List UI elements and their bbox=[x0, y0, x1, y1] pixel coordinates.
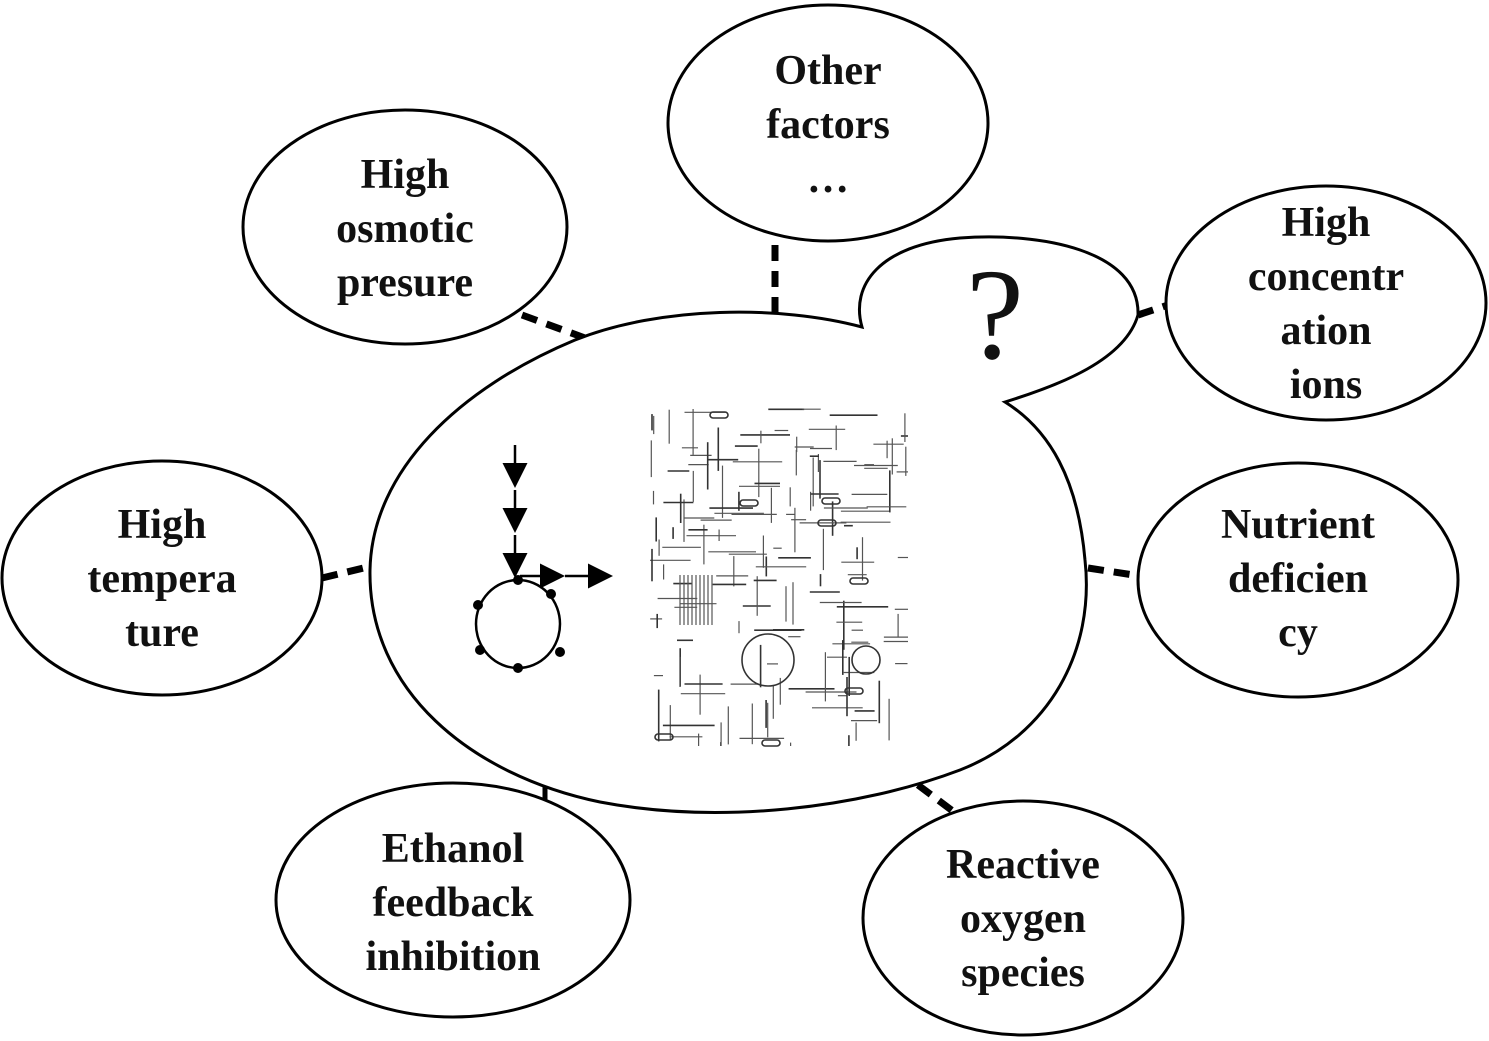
factor-label-line: Nutrient bbox=[1221, 502, 1375, 548]
question-mark: ? bbox=[966, 243, 1024, 387]
factor-ethanol-feedback-inhibition: Ethanol feedback inhibition bbox=[274, 781, 632, 1019]
metabolic-network-map-icon bbox=[645, 405, 910, 750]
factor-label-line: Reactive bbox=[946, 842, 1100, 888]
factor-label-line: … bbox=[807, 156, 849, 202]
factor-label-line: Ethanol bbox=[382, 826, 524, 872]
factor-label-line: ation bbox=[1280, 308, 1371, 354]
factor-label-line: factors bbox=[766, 102, 890, 148]
factor-high-concentration-ions: High concentr ation ions bbox=[1164, 184, 1488, 422]
factor-label-line: High bbox=[361, 152, 450, 198]
factor-label-line: presure bbox=[337, 260, 473, 306]
pathway-cycle-icon bbox=[473, 445, 613, 673]
factor-label-line: concentr bbox=[1248, 254, 1404, 300]
factor-label-line: Other bbox=[774, 48, 881, 94]
factor-label-line: inhibition bbox=[365, 934, 540, 980]
factor-label-line: High bbox=[1282, 200, 1371, 246]
factor-high-temperature: High tempera ture bbox=[0, 459, 324, 697]
factor-label-line: ture bbox=[125, 610, 199, 656]
factor-label-line: deficien bbox=[1228, 556, 1368, 602]
factor-nutrient-deficiency: Nutrient deficien cy bbox=[1136, 461, 1460, 699]
factor-reactive-oxygen-species: Reactive oxygen species bbox=[861, 799, 1185, 1037]
factor-label-line: tempera bbox=[87, 556, 236, 602]
factor-label-line: ions bbox=[1290, 362, 1362, 408]
connector-ions bbox=[1136, 301, 1170, 319]
factor-label-line: species bbox=[961, 950, 1085, 996]
factor-label-line: feedback bbox=[373, 880, 535, 926]
connector-ros bbox=[915, 782, 961, 818]
factor-label-line: High bbox=[118, 502, 207, 548]
connector-nutrient bbox=[1087, 564, 1141, 580]
connector-temperature bbox=[321, 562, 373, 582]
factor-label-line: osmotic bbox=[336, 206, 474, 252]
connectors bbox=[321, 245, 1170, 818]
factor-other-factors: Other factors … bbox=[666, 3, 990, 243]
connector-osmotic bbox=[520, 311, 587, 342]
factor-label-line: oxygen bbox=[960, 896, 1086, 942]
factor-label-line: cy bbox=[1278, 610, 1318, 656]
factor-high-osmotic-pressure: High osmotic presure bbox=[241, 108, 569, 346]
